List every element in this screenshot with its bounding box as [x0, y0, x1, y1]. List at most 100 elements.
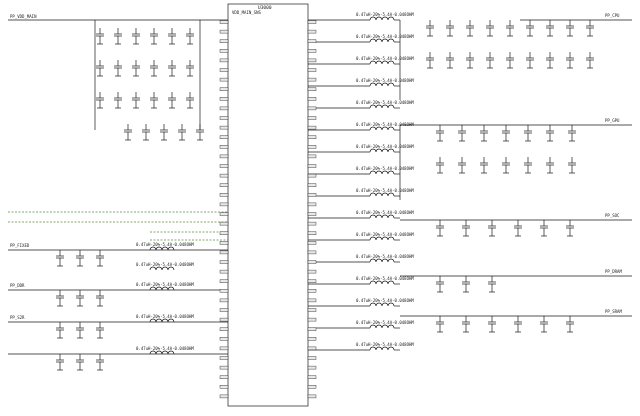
pmu-chip-body — [227, 3, 309, 407]
inductor-value: 0.47uH-20%-5.4A-0.048OHM — [136, 282, 194, 287]
chip-pin-left — [219, 289, 229, 293]
chip-pin-left — [219, 145, 229, 149]
chip-pin-right — [307, 221, 317, 226]
chip-pin-right — [307, 375, 317, 379]
chip-pin-left — [219, 39, 229, 43]
inductor-value: 0.47uH-20%-5.4A-0.048OHM — [356, 12, 414, 17]
inductor-value: 0.47uH-20%-5.4A-0.048OHM — [356, 276, 414, 281]
chip-pin-right — [307, 241, 317, 245]
chip-pin-left — [219, 298, 229, 303]
net-pp-cpu: PP_CPU — [605, 13, 620, 18]
chip-pin-left — [219, 97, 229, 101]
chip-pin-right — [307, 394, 317, 399]
chip-pin-left — [219, 202, 229, 207]
inductor-coil — [149, 350, 175, 355]
inductor-value: 0.47uH-20%-5.4A-0.048OHM — [356, 342, 414, 347]
chip-pin-left — [219, 49, 229, 53]
chip-pin-right — [307, 317, 317, 322]
net-pp-fixed: PP_FIXED — [10, 243, 30, 248]
chip-pin-left — [219, 173, 229, 178]
chip-pin-right — [307, 337, 317, 341]
chip-refdes: U3000 — [258, 5, 272, 11]
chip-pin-left — [219, 193, 229, 197]
chip-pin-right — [307, 193, 317, 197]
net-pp-vdd-main: PP_VDD_MAIN — [10, 14, 37, 19]
inductor-coil — [369, 280, 395, 285]
chip-pin-left — [219, 116, 229, 120]
chip-pin-left — [219, 29, 229, 34]
inductor-value: 0.47uH-20%-5.4A-0.048OHM — [356, 56, 414, 61]
net-pp-gpu: PP_GPU — [605, 118, 620, 123]
chip-pin-right — [307, 164, 317, 168]
chip-pin-left — [219, 365, 229, 370]
chip-pin-left — [219, 164, 229, 168]
chip-pin-left — [219, 106, 229, 111]
inductor-value: 0.47uH-20%-5.4A-0.048OHM — [136, 262, 194, 267]
chip-pin-left — [219, 135, 229, 139]
chip-pin-left — [219, 58, 229, 63]
chip-pin-right — [307, 116, 317, 120]
chip-pin-right — [307, 29, 317, 34]
chip-pin-left — [219, 183, 229, 187]
chip-pin-right — [307, 68, 317, 72]
schematic-components: 0.47uH-20%-5.4A-0.048OHM 0.47uH-20%-5.4A-… — [56, 12, 594, 399]
inductor-value: 0.47uH-20%-5.4A-0.048OHM — [356, 188, 414, 193]
chip-pin-right — [307, 327, 317, 331]
chip-pin-left — [219, 385, 229, 389]
chip-pin-right — [307, 173, 317, 178]
chip-pin-left — [219, 250, 229, 255]
inductor-value: 0.47uH-20%-5.4A-0.048OHM — [356, 254, 414, 259]
chip-pin-left — [219, 308, 229, 312]
inductor-coil — [149, 318, 175, 323]
chip-pin-left — [219, 260, 229, 264]
chip-pin-left — [219, 231, 229, 235]
inductor-value: 0.47uH-20%-5.4A-0.048OHM — [356, 166, 414, 171]
net-pp-ddr: PP_DDR — [10, 283, 25, 288]
inductor-coil — [369, 148, 395, 153]
inductor-coil — [369, 346, 395, 351]
chip-top-label: VDD_MAIN_SNS — [232, 10, 261, 15]
net-pp-soc: PP_SOC — [605, 213, 620, 218]
chip-pin-left — [219, 327, 229, 331]
inductor-coil — [369, 214, 395, 219]
inductor-coil — [369, 170, 395, 175]
chip-pin-left — [219, 212, 229, 216]
inductor-value: 0.47uH-20%-5.4A-0.048OHM — [356, 210, 414, 215]
chip-pin-right — [307, 356, 317, 360]
inductor-value: 0.47uH-20%-5.4A-0.048OHM — [356, 122, 414, 127]
chip-pin-right — [307, 97, 317, 101]
inductor-coil — [369, 258, 395, 263]
inductor-value: 0.47uH-20%-5.4A-0.048OHM — [356, 232, 414, 237]
chip-pin-right — [307, 346, 317, 351]
chip-pin-left — [219, 20, 229, 24]
chip-pin-right — [307, 269, 317, 274]
chip-pin-right — [307, 20, 317, 24]
chip-pin-right — [307, 298, 317, 303]
chip-pin-right — [307, 77, 317, 82]
chip-pin-left — [219, 337, 229, 341]
chip-pin-left — [219, 125, 229, 130]
chip-pin-right — [307, 202, 317, 207]
chip-pin-right — [307, 365, 317, 370]
inductor-coil — [369, 104, 395, 109]
chip-pin-right — [307, 87, 317, 91]
chip-pin-left — [219, 77, 229, 82]
chip-pin-right — [307, 58, 317, 63]
chip-pin-right — [307, 250, 317, 255]
inductor-value: 0.47uH-20%-5.4A-0.048OHM — [356, 298, 414, 303]
inductor-value: 0.47uH-20%-5.4A-0.048OHM — [356, 320, 414, 325]
chip-pin-right — [307, 279, 317, 283]
chip-pin-right — [307, 49, 317, 53]
chip-pin-right — [307, 145, 317, 149]
chip-pin-left — [219, 241, 229, 245]
net-pp-sram: PP_SRAM — [605, 309, 622, 314]
chip-pin-left — [219, 87, 229, 91]
net-pp-dram: PP_DRAM — [605, 269, 622, 274]
chip-pin-left — [219, 221, 229, 226]
inductor-coil — [369, 82, 395, 87]
inductor-coil — [369, 324, 395, 329]
chip-pin-left — [219, 356, 229, 360]
chip-pin-right — [307, 231, 317, 235]
